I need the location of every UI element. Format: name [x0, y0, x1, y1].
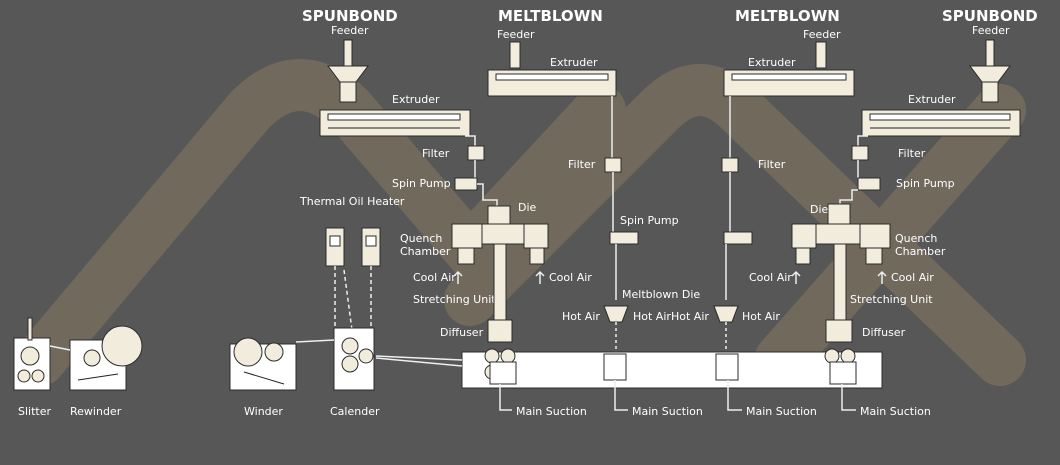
feeder-hopper	[327, 39, 369, 103]
spin-pump	[609, 231, 639, 245]
feeder-hopper	[509, 41, 521, 69]
stretching-unit	[493, 243, 507, 321]
diffuser-label: Diffuser	[862, 326, 906, 339]
spin-pump-label: Spin Pump	[392, 177, 451, 190]
feeder-hopper	[969, 39, 1011, 103]
slitter-label: Slitter	[18, 405, 51, 418]
cool-air-label: Cool Air	[413, 271, 456, 284]
cool-air-arrow	[453, 270, 463, 284]
extruder	[319, 109, 471, 137]
cool-air-arrow	[877, 270, 887, 284]
filter-label: Filter	[898, 147, 926, 160]
filter-label: Filter	[758, 158, 786, 171]
extruder-label: Extruder	[748, 56, 796, 69]
forming-conveyor	[461, 348, 883, 389]
filter	[851, 145, 869, 161]
feeder-label: Feeder	[972, 24, 1010, 37]
quench-label: Quench	[895, 232, 937, 245]
rewinder-label: Rewinder	[70, 405, 122, 418]
diffuser	[487, 319, 513, 343]
chamber-label: Chamber	[895, 245, 946, 258]
extruder-label: Extruder	[908, 93, 956, 106]
spin-pump	[857, 177, 881, 191]
header-spunbond-right: SPUNBOND	[942, 7, 1038, 25]
main-suction-label: Main Suction	[746, 405, 817, 418]
meltblown-die	[603, 305, 629, 323]
feeder-label: Feeder	[331, 24, 369, 37]
rewinder	[69, 325, 143, 391]
watermark-logo	[14, 59, 1026, 386]
quench-chamber	[791, 223, 891, 265]
slitter	[13, 317, 51, 391]
feeder-label: Feeder	[803, 28, 841, 41]
hot-air-label: Hot Air	[671, 310, 709, 323]
filter	[467, 145, 485, 161]
die	[827, 203, 851, 225]
stretching-unit-label: Stretching Unit	[413, 293, 496, 306]
meltblown-die-label: Meltblown Die	[622, 288, 700, 301]
header-spunbond-left: SPUNBOND	[302, 7, 398, 25]
main-suction-label: Main Suction	[632, 405, 703, 418]
cool-air-arrow	[791, 270, 801, 284]
header-meltblown-left: MELTBLOWN	[498, 7, 603, 25]
header-meltblown-right: MELTBLOWN	[735, 7, 840, 25]
winder-label: Winder	[244, 405, 283, 418]
filter-label: Filter	[422, 147, 450, 160]
quench-label: Quench	[400, 232, 442, 245]
diffuser	[825, 319, 853, 343]
stretching-unit-label: Stretching Unit	[850, 293, 933, 306]
filter	[604, 157, 622, 173]
extruder	[861, 109, 1021, 137]
spin-pump	[723, 231, 753, 245]
hot-air-label: Hot Air	[742, 310, 780, 323]
die	[487, 205, 511, 225]
diffuser-label: Diffuser	[440, 326, 484, 339]
extruder	[723, 69, 855, 97]
die-label: Die	[810, 203, 829, 216]
hot-air-label: Hot Air	[562, 310, 600, 323]
spin-pump-label: Spin Pump	[896, 177, 955, 190]
main-suction-label: Main Suction	[516, 405, 587, 418]
extruder-label: Extruder	[550, 56, 598, 69]
stretching-unit	[833, 243, 847, 321]
extruder	[487, 69, 617, 97]
winder	[229, 337, 297, 391]
feeder-hopper	[815, 41, 827, 69]
cool-air-label: Cool Air	[749, 271, 792, 284]
cool-air-arrow	[535, 270, 545, 284]
feeder-label: Feeder	[497, 28, 535, 41]
cool-air-label: Cool Air	[891, 271, 934, 284]
cool-air-label: Cool Air	[549, 271, 592, 284]
extruder-label: Extruder	[392, 93, 440, 106]
spin-pump-label: Spin Pump	[620, 214, 679, 227]
calender	[333, 327, 375, 391]
chamber-label: Chamber	[400, 245, 451, 258]
meltblown-die	[713, 305, 739, 323]
die-label: Die	[518, 201, 537, 214]
filter-label: Filter	[568, 158, 596, 171]
calender-label: Calender	[330, 405, 380, 418]
main-suction-label: Main Suction	[860, 405, 931, 418]
spin-pump	[454, 177, 478, 191]
thermal-oil-heater	[325, 227, 381, 331]
hot-air-label: Hot Air	[633, 310, 671, 323]
filter	[721, 157, 739, 173]
thermal-oil-heater-label: Thermal Oil Heater	[299, 195, 405, 208]
